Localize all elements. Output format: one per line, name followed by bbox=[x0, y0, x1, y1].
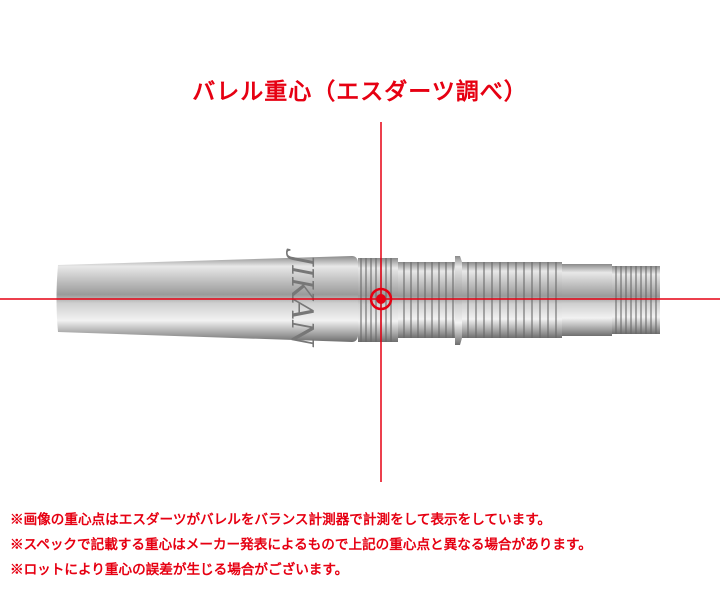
target-ring bbox=[369, 287, 393, 311]
page-title: バレル重心（エスダーツ調べ） bbox=[192, 78, 528, 105]
note-line: ※スペックで記載する重心はメーカー発表によるもので上記の重心点と異なる場合があり… bbox=[10, 537, 592, 553]
brand-logo: JIKAN bbox=[284, 248, 319, 349]
target-dot bbox=[376, 294, 386, 304]
note-line: ※ロットにより重心の誤差が生じる場合がございます。 bbox=[10, 562, 349, 578]
center-of-gravity-marker bbox=[0, 122, 720, 482]
notes: ※画像の重心点はエスダーツがバレルをバランス計測器で計測をして表示をしています。… bbox=[10, 508, 592, 583]
dart-barrel: JIKAN bbox=[56, 248, 660, 349]
note-line: ※画像の重心点はエスダーツがバレルをバランス計測器で計測をして表示をしています。 bbox=[10, 512, 552, 528]
